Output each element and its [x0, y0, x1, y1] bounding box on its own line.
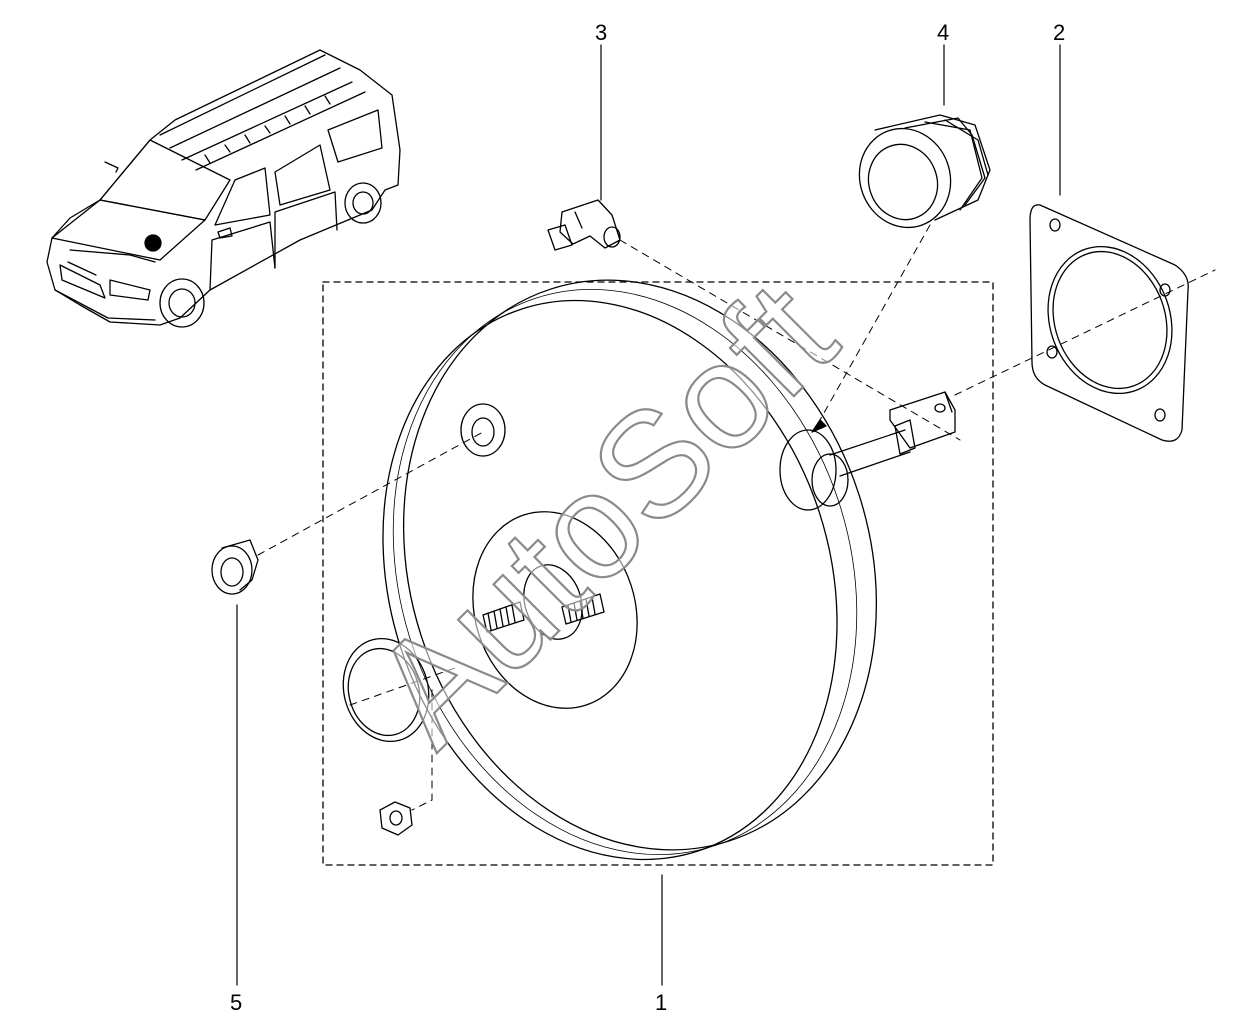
assembly-frame [322, 281, 994, 866]
callout-2: 2 [1053, 20, 1066, 45]
plug-part-5 [211, 539, 259, 595]
watermark: AutoSoft [339, 250, 867, 770]
leader-lines [236, 44, 1061, 986]
callout-3: 3 [595, 20, 608, 45]
watermark-text: AutoSoft [340, 250, 866, 770]
grommet-part-4 [858, 114, 991, 229]
callout-4: 4 [937, 20, 950, 45]
assembly-lines [257, 224, 1216, 811]
gasket-part-2 [1029, 204, 1189, 442]
check-valve-part-3 [547, 199, 621, 251]
seal-ring-and-nut [342, 637, 430, 836]
callout-1: 1 [655, 990, 668, 1015]
arrow-head [811, 419, 827, 433]
vehicle-location-illustration [46, 49, 401, 328]
brake-booster [382, 279, 956, 861]
callout-5: 5 [230, 990, 243, 1015]
